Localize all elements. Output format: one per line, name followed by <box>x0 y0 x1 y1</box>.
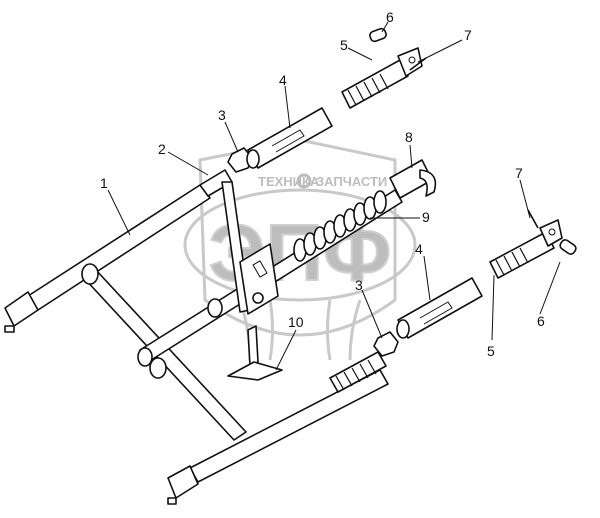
callout-6-lower: 6 <box>537 313 545 329</box>
callout-9: 9 <box>422 209 430 225</box>
part-10-t-bolt <box>227 325 283 381</box>
callout-6-upper: 6 <box>386 9 394 25</box>
upper-tube-assembly <box>227 27 427 173</box>
part-3-nut-lower <box>373 331 399 357</box>
watermark-line1: ТЕХНИКА <box>258 174 320 189</box>
part-6-pin-upper <box>369 27 387 43</box>
callout-2: 2 <box>158 141 166 157</box>
callout-8: 8 <box>405 129 413 145</box>
callout-4-lower: 4 <box>415 241 423 257</box>
watermark-ellipse <box>183 188 417 302</box>
callout-1: 1 <box>100 175 108 191</box>
callout-5-upper: 5 <box>340 37 348 53</box>
callout-3-upper: 3 <box>218 107 226 123</box>
callouts: 1 2 3 3 4 4 5 5 6 6 7 7 8 9 10 <box>100 9 545 359</box>
lower-rod-thread <box>495 247 529 276</box>
part-8-clevis <box>389 159 437 199</box>
part-4-tube-upper <box>247 107 333 169</box>
upper-rod-thread <box>347 73 389 106</box>
part-3-nut-upper <box>227 147 253 173</box>
leader-lines <box>107 21 561 371</box>
part-4-tube-lower <box>397 277 483 339</box>
watermark-line2: ЗАПЧАСТИ <box>316 174 387 189</box>
lower-thread <box>329 351 387 393</box>
callout-3-lower: 3 <box>355 277 363 293</box>
part-5-rod-lower <box>489 231 555 279</box>
lower-tube-assembly <box>373 209 577 357</box>
part-7-cotter-upper <box>409 57 427 71</box>
part-1-frame <box>4 184 389 505</box>
gear-icon <box>296 173 312 189</box>
callout-5-lower: 5 <box>487 343 495 359</box>
callout-7-lower: 7 <box>515 165 523 181</box>
callout-10: 10 <box>288 314 304 330</box>
part-6-pin-lower <box>559 239 577 255</box>
callout-7-upper: 7 <box>464 27 472 43</box>
part-7-cotter-lower <box>527 209 539 229</box>
callout-4-upper: 4 <box>279 72 287 88</box>
spring-coils <box>293 190 387 262</box>
part-2-bracket <box>199 169 279 315</box>
